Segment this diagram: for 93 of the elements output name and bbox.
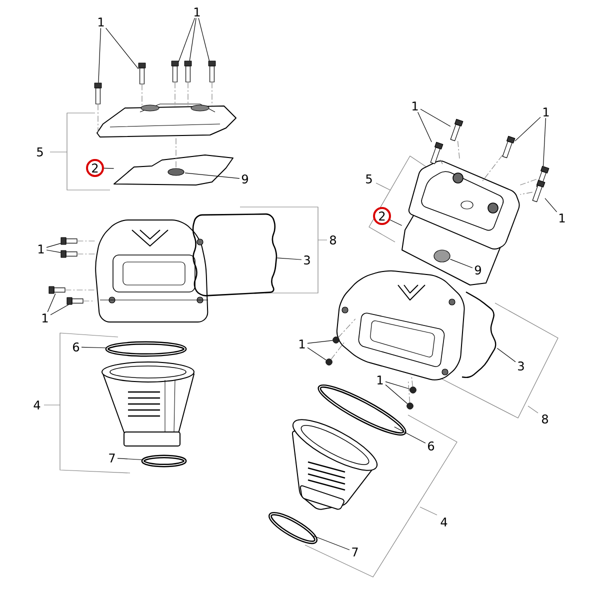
bolt-drawing: [60, 237, 78, 245]
screw-drawing: [406, 402, 414, 410]
assembly-line: [440, 160, 443, 164]
gasket-drawing: [114, 154, 234, 186]
bolt-drawing: [208, 60, 216, 82]
callout-number: 1: [378, 376, 383, 384]
screw-drawing: [326, 358, 332, 366]
callout-number: 1: [42, 314, 48, 322]
leader-line: [276, 258, 302, 260]
bolt-drawing: [450, 118, 464, 142]
leader-line: [394, 426, 426, 444]
callout-number: 1: [560, 214, 565, 222]
ring-drawing: [268, 512, 318, 544]
bolt-drawing: [138, 62, 146, 84]
callout-number: 7: [109, 454, 115, 462]
ring-drawing: [318, 384, 406, 436]
bolt-drawing: [60, 250, 78, 258]
leader-line: [106, 28, 139, 70]
assembly-line: [520, 192, 533, 195]
leader-line: [184, 172, 240, 179]
highlighted-callout-number: 2: [373, 207, 391, 225]
bolt-drawing: [94, 82, 102, 104]
bolt-drawing: [430, 142, 444, 164]
callout-number: 6: [428, 441, 434, 451]
assembly-line: [76, 240, 96, 242]
leader-line: [104, 168, 114, 169]
ring-drawing: [105, 341, 187, 357]
callout-number: 1: [300, 340, 305, 348]
assembly-line: [82, 300, 96, 302]
grommet-drawing: [168, 168, 184, 176]
bolt-drawing: [532, 180, 546, 202]
callout-number: 5: [37, 148, 43, 156]
gasket-drawing: [192, 213, 278, 296]
cover-drawing: [408, 160, 520, 250]
leader-line: [420, 108, 451, 127]
leader-line: [46, 243, 62, 248]
leader-line: [313, 536, 350, 550]
leader-line: [542, 118, 546, 166]
assembly-line: [457, 140, 460, 160]
bolt-drawing: [171, 60, 179, 82]
leader-line: [46, 250, 62, 253]
assembly-line: [520, 178, 537, 186]
leader-line: [307, 347, 326, 360]
bolt-drawing: [66, 297, 84, 305]
leader-line: [198, 18, 210, 62]
callout-number: 3: [518, 361, 524, 371]
callout-number: 4: [440, 518, 448, 526]
callout-number: 1: [98, 18, 104, 26]
leader-line: [385, 381, 410, 390]
assembly-line: [174, 82, 176, 106]
grommet-drawing: [434, 250, 450, 262]
leader-line: [418, 112, 432, 142]
callout-number: 1: [412, 102, 418, 110]
bolt-drawing: [502, 136, 516, 158]
leader-line: [47, 293, 56, 312]
callout-number: 3: [304, 255, 310, 265]
leader-line: [514, 116, 541, 142]
leader-line: [189, 18, 196, 62]
leader-line: [450, 258, 473, 268]
highlighted-callout-number: 2: [86, 159, 104, 177]
leader-line: [496, 348, 516, 362]
leader-line: [81, 346, 107, 348]
leader-line: [385, 384, 408, 404]
cover-drawing: [96, 104, 236, 138]
assembly-line: [408, 381, 410, 403]
leader-line: [50, 304, 69, 316]
gasket-drawing: [462, 291, 496, 378]
screw-drawing: [410, 386, 416, 394]
screw-drawing: [332, 336, 340, 344]
callout-number: 8: [542, 414, 548, 424]
callout-number: 1: [544, 108, 549, 116]
assembly-line: [411, 375, 413, 387]
leader-line: [98, 28, 102, 84]
leader-line: [178, 18, 196, 62]
cover-drawing: [95, 220, 208, 322]
callout-number: 5: [366, 174, 372, 184]
callout-number: 1: [194, 8, 200, 16]
leader-line: [390, 220, 402, 226]
callout-number: 4: [34, 400, 40, 410]
ring-drawing: [141, 454, 187, 468]
callout-number: 7: [352, 548, 358, 556]
leader-line: [544, 198, 558, 212]
callout-number: 1: [38, 244, 44, 254]
bolt-drawing: [184, 60, 192, 82]
assembly-line: [330, 341, 346, 360]
leader-line: [117, 458, 143, 460]
bolt-drawing: [48, 286, 66, 294]
callout-number: 9: [242, 174, 248, 184]
assembly-line: [338, 318, 356, 338]
leader-line: [307, 340, 333, 344]
callout-number: 6: [73, 342, 80, 352]
assembly-line: [482, 154, 503, 182]
callout-number: 8: [330, 235, 336, 245]
